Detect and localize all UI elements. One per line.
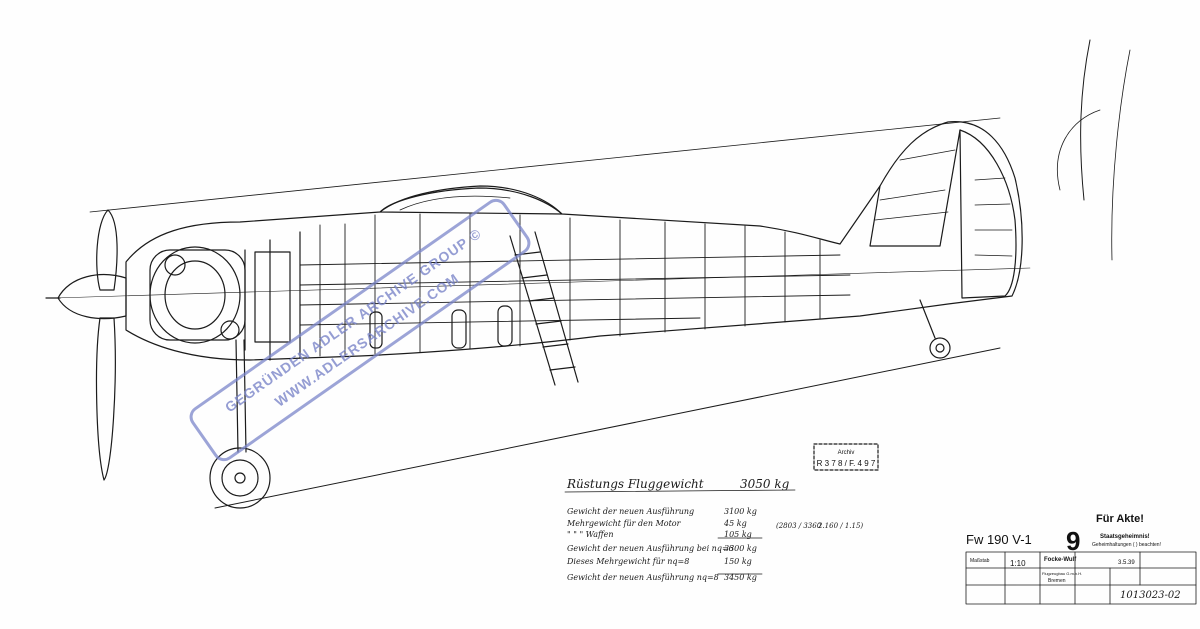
weight-row-2-label: Mehrgewicht für den Motor [566,519,682,528]
archive-label-code: R 3 7 8 / F. 4 9 7 [817,459,876,468]
tail-fin [869,129,1017,299]
oxygen-bottles [369,305,513,349]
company-city: Bremen [1048,578,1066,584]
scale-value: 1:10 [1010,559,1026,568]
sheet-number: 9 [1066,526,1080,556]
drawing-date: 3.5.39 [1118,560,1135,566]
propeller [45,209,127,481]
main-landing-gear [209,339,271,509]
scale-label: Maßstab [970,558,990,564]
reference-line [89,117,1001,213]
tail-wheel [919,299,951,359]
weight-row-6-value: 3450 kg [724,573,757,582]
weight-notes: Rüstungs Fluggewicht 3050 kg Gewicht der… [566,477,863,582]
weight-row-6-label: Gewicht der neuen Ausführung nq=8 [567,573,719,582]
fuselage-frames [299,213,851,357]
weight-row-1-label: Gewicht der neuen Ausführung [567,507,694,516]
aircraft-designation: Fw 190 V-1 [966,532,1032,547]
drawing-number: 1013023-02 [1120,590,1181,601]
weight-heading: Rüstungs Fluggewicht [566,477,704,491]
weight-side-note-1: (2803 / 3360 [776,522,822,530]
weight-row-3-label: " " " Waffen [567,530,614,539]
ground-line [214,347,1001,509]
weight-row-4-value: 3300 kg [724,544,757,553]
weight-row-5-value: 150 kg [724,557,752,566]
company-name: Focke-Wulf [1044,557,1077,563]
weight-row-3-value: 105 kg [724,530,752,539]
weight-row-1-value: 3100 kg [724,507,757,516]
title-block [965,551,1197,605]
fuer-akte-stamp: Für Akte! [1096,513,1144,525]
weight-side-note-2: 2.160 / 1.15) [817,522,863,530]
weight-heading-value: 3050 kg [740,477,790,491]
secret-line-1: Staatsgeheimnis! [1100,534,1150,540]
engine [149,231,301,361]
archive-label-box [813,443,879,471]
weight-row-2-value: 45 kg [723,519,747,528]
weight-row-5-label: Dieses Mehrgewicht für nq=8 [566,557,689,566]
weight-row-4-label: Gewicht der neuen Ausführung bei nq=6 [567,544,734,553]
watermark-line-1: GEGRÜNDEN ADLER ARCHIVE GROUP © [222,225,484,415]
spinner-sketch [1080,39,1091,201]
thrust-line [54,267,1031,299]
company-name-2: Flugzeugbau G.m.b.H. [1042,571,1082,576]
canopy [379,187,563,215]
boarding-ladder [509,231,579,386]
secret-line-2: Geheimhaltungen ( ) beachten! [1092,542,1161,548]
archive-label-top: Archiv [838,450,855,456]
fuselage-outline [125,121,1023,361]
